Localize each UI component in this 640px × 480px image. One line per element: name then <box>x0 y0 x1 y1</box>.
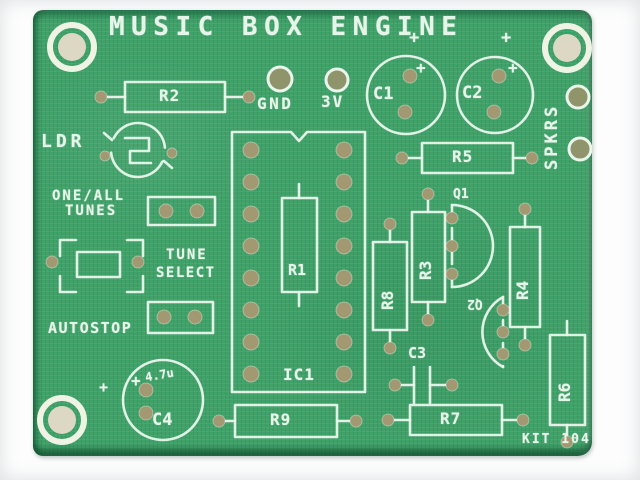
gnd-label: GND <box>257 94 294 113</box>
r2-label: R2 <box>159 86 181 105</box>
mounting-hole-top-right <box>542 23 592 73</box>
r2-outline <box>94 80 256 114</box>
q1-outline <box>445 203 495 289</box>
gnd-pad <box>266 65 294 93</box>
tune-select-label-line1: TUNE <box>166 247 208 263</box>
r8-outline <box>371 217 409 355</box>
c1-plus-outer: + <box>409 28 420 48</box>
r9-label: R9 <box>270 410 292 429</box>
c4-outline <box>121 358 205 442</box>
one-all-jumper <box>146 195 217 227</box>
r3-outline <box>410 187 447 327</box>
r8-label: R8 <box>378 290 397 310</box>
ic1-label: IC1 <box>283 365 315 384</box>
spkrs-pads <box>565 84 592 162</box>
r4-label: R4 <box>513 280 532 300</box>
c4-label: C4 <box>152 410 173 430</box>
c1-plus-inner: + <box>416 58 426 77</box>
board-title: MUSIC BOX ENGINE <box>109 12 464 42</box>
c2-outline <box>455 55 535 135</box>
ldr-label: LDR <box>41 131 86 152</box>
c2-label: C2 <box>462 83 483 103</box>
r1-label: R1 <box>288 261 307 279</box>
v3-label: 3V <box>321 92 345 111</box>
c4-plus-outer: + <box>99 378 109 396</box>
r3-label: R3 <box>416 260 435 280</box>
c2-plus-outer: + <box>501 28 512 48</box>
ic1-outline <box>230 130 367 394</box>
autostop-label: AUTOSTOP <box>48 319 133 337</box>
one-all-label-line2: TUNES <box>65 203 118 219</box>
r6-outline <box>548 319 587 449</box>
v3-pad <box>324 67 350 93</box>
c3-symbol <box>388 365 459 405</box>
ldr-symbol <box>99 121 178 179</box>
kit-number-label: KIT 104 <box>522 432 591 447</box>
autostop-jumper <box>146 300 215 335</box>
r7-label: R7 <box>440 409 462 428</box>
c2-plus-inner: + <box>508 58 518 77</box>
tune-select-switch <box>45 238 145 294</box>
q2-outline <box>481 295 510 369</box>
one-all-label-line1: ONE/ALL <box>52 188 126 204</box>
spkrs-label: SPKRS <box>542 103 562 170</box>
c1-outline <box>365 54 447 136</box>
c1-label: C1 <box>373 84 394 104</box>
mounting-hole-top-left <box>47 22 97 72</box>
c4-plus-inner: + <box>131 371 141 390</box>
tune-select-label-line2: SELECT <box>156 265 216 281</box>
c3-label: C3 <box>408 344 427 362</box>
q1-label: Q1 <box>453 187 469 202</box>
circuit-board: MUSIC BOX ENGINE R2 GND 3V C1 C2 + + + +… <box>33 10 592 456</box>
r5-outline <box>395 141 539 175</box>
r9-outline <box>212 403 363 439</box>
r4-outline <box>508 202 542 352</box>
mounting-hole-bottom-left <box>37 395 87 445</box>
r6-label: R6 <box>555 382 574 402</box>
r1-outline <box>280 182 319 308</box>
r7-outline <box>381 403 530 437</box>
q2-label: Q2 <box>467 296 483 311</box>
silkscreen-artwork <box>37 22 592 449</box>
r5-label: R5 <box>452 147 474 166</box>
